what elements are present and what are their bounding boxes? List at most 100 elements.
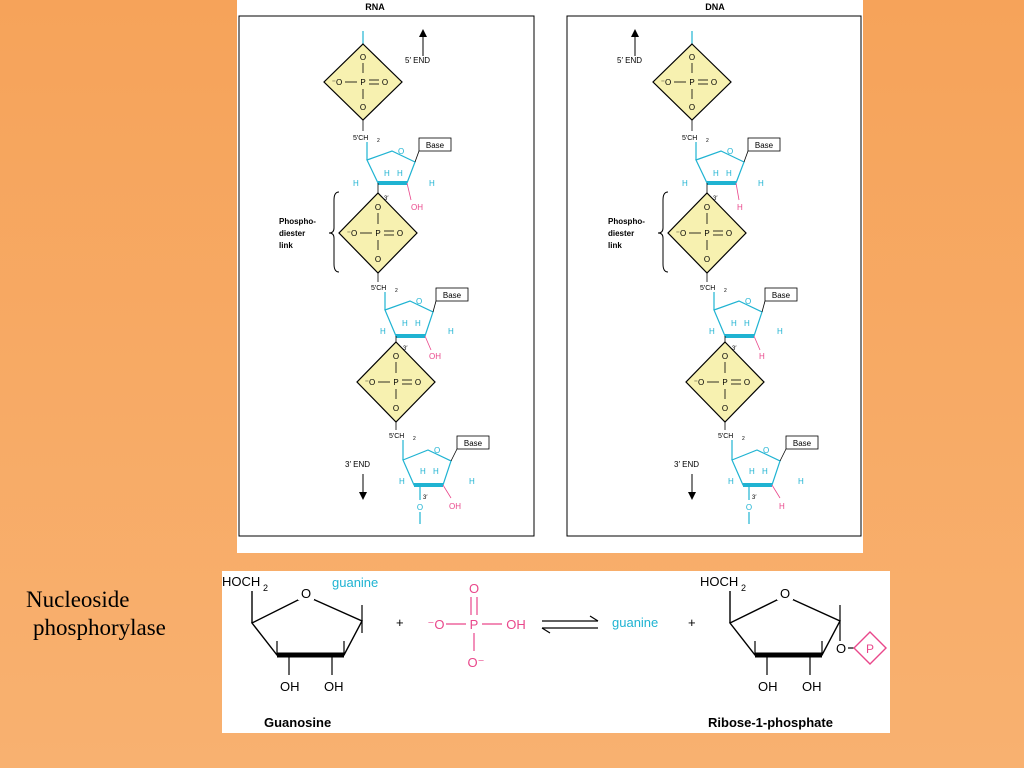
- svg-text:O: O: [360, 53, 366, 62]
- svg-text:3′: 3′: [403, 346, 408, 352]
- ribose-sugar: 5′CH 2 O Base H H H H 3′ OH O: [389, 433, 490, 524]
- svg-text:2: 2: [724, 288, 727, 294]
- svg-text:H: H: [682, 179, 688, 188]
- equilibrium-arrows-icon: [541, 615, 599, 634]
- svg-text:O: O: [746, 503, 752, 512]
- deoxyribose-sugar: 5′CH 2 O Base H H H H 3′ H: [700, 285, 798, 361]
- dna-panel-frame: [566, 15, 862, 537]
- svg-text:O: O: [360, 103, 366, 112]
- phosphate-group: O P ⁻O O O: [652, 43, 732, 121]
- svg-text:O: O: [727, 147, 733, 156]
- svg-text:H: H: [402, 319, 408, 328]
- guanine-product: guanine: [612, 615, 658, 630]
- svg-text:5′CH: 5′CH: [718, 433, 733, 440]
- inorganic-phosphate: O ⁻O P OH O⁻: [428, 581, 526, 670]
- svg-text:O: O: [763, 446, 769, 455]
- ring-oxygen: O: [301, 586, 311, 601]
- svg-text:2: 2: [413, 436, 416, 442]
- enzyme-label-line-2: phosphorylase: [33, 615, 166, 640]
- two-prime-oh: OH: [449, 502, 461, 511]
- ribose-1-phosphate-name: Ribose-1-phosphate: [708, 715, 833, 730]
- svg-text:⁻O: ⁻O: [428, 617, 445, 632]
- svg-text:⁻O: ⁻O: [347, 229, 357, 238]
- svg-text:H: H: [448, 327, 454, 336]
- svg-text:P: P: [689, 78, 694, 87]
- svg-text:H: H: [758, 179, 764, 188]
- svg-text:O: O: [469, 581, 479, 596]
- svg-text:5′CH: 5′CH: [389, 433, 404, 440]
- svg-text:5′CH: 5′CH: [353, 135, 368, 142]
- base-label: Base: [772, 291, 791, 300]
- oh-right: OH: [802, 679, 822, 694]
- three-end-label: 3′ END: [345, 460, 370, 469]
- two-prime-oh: OH: [411, 203, 423, 212]
- bracket-label-1: Phospho-: [608, 217, 645, 226]
- svg-text:O: O: [704, 255, 710, 264]
- deoxyribose-sugar: 5′CH 2 O Base H H H H 3′ H: [682, 135, 781, 212]
- svg-text:O: O: [393, 352, 399, 361]
- svg-text:O: O: [417, 503, 423, 512]
- svg-text:H: H: [380, 327, 386, 336]
- svg-text:2: 2: [706, 138, 709, 144]
- svg-text:O: O: [744, 378, 750, 387]
- ring-oxygen: O: [780, 586, 790, 601]
- svg-text:P: P: [470, 617, 479, 632]
- svg-text:P: P: [704, 229, 709, 238]
- two-prime-h: H: [779, 502, 785, 511]
- svg-text:⁻O: ⁻O: [676, 229, 686, 238]
- svg-text:H: H: [399, 477, 405, 486]
- svg-text:H: H: [415, 319, 421, 328]
- five-end-label: 5′ END: [617, 56, 642, 65]
- oh-left: OH: [280, 679, 300, 694]
- svg-text:P: P: [393, 378, 398, 387]
- three-end-label: 3′ END: [674, 460, 699, 469]
- rna-strand: 5′ END O P ⁻O O O 5′CH 2 O Base: [279, 29, 490, 524]
- svg-text:5′CH: 5′CH: [700, 285, 715, 292]
- oh-right: OH: [324, 679, 344, 694]
- guanosine-structure: HOCH 2 O guanine OH OH Guanosine: [222, 574, 378, 730]
- plus-sign: +: [396, 615, 404, 630]
- phosphate-badge-icon: [853, 631, 887, 665]
- svg-text:P: P: [866, 642, 874, 656]
- svg-text:HOCH: HOCH: [222, 574, 260, 589]
- base-label: Base: [426, 141, 445, 150]
- bracket-label-3: link: [608, 241, 622, 250]
- two-prime-h: H: [737, 203, 743, 212]
- svg-text:3′: 3′: [713, 196, 718, 202]
- svg-text:O: O: [689, 103, 695, 112]
- phosphate-group: O P ⁻O O O: [667, 192, 747, 274]
- bracket-label-1: Phospho-: [279, 217, 316, 226]
- svg-text:O: O: [415, 378, 421, 387]
- svg-text:H: H: [384, 169, 390, 178]
- deoxyribose-sugar: 5′CH 2 O Base H H H H 3′ H O: [718, 433, 819, 524]
- base-label: Base: [464, 439, 483, 448]
- svg-text:H: H: [713, 169, 719, 178]
- rna-title: RNA: [365, 2, 385, 12]
- oh-left: OH: [758, 679, 778, 694]
- plus-sign: +: [688, 615, 696, 630]
- svg-text:HOCH: HOCH: [700, 574, 738, 589]
- svg-text:O⁻: O⁻: [468, 655, 485, 670]
- svg-text:H: H: [709, 327, 715, 336]
- svg-text:O: O: [375, 203, 381, 212]
- svg-text:H: H: [731, 319, 737, 328]
- base-label: Base: [793, 439, 812, 448]
- svg-text:P: P: [375, 229, 380, 238]
- svg-text:3′: 3′: [752, 495, 757, 501]
- svg-text:P: P: [722, 378, 727, 387]
- enzyme-label-line-1: Nucleoside: [26, 587, 130, 612]
- guanosine-name: Guanosine: [264, 715, 331, 730]
- bracket-label-2: diester: [608, 229, 634, 238]
- svg-text:2: 2: [395, 288, 398, 294]
- svg-text:O: O: [722, 404, 728, 413]
- svg-text:⁻O: ⁻O: [365, 378, 375, 387]
- svg-text:3′: 3′: [732, 346, 737, 352]
- svg-text:5′CH: 5′CH: [682, 135, 697, 142]
- phosphate-group: O P ⁻O O O: [338, 192, 418, 274]
- svg-text:H: H: [749, 467, 755, 476]
- svg-text:H: H: [420, 467, 426, 476]
- backbone-diagram: RNA DNA 5′ END O P ⁻O O O 5′CH 2: [238, 2, 862, 537]
- two-prime-oh: OH: [429, 352, 441, 361]
- svg-text:H: H: [429, 179, 435, 188]
- svg-text:⁻O: ⁻O: [694, 378, 704, 387]
